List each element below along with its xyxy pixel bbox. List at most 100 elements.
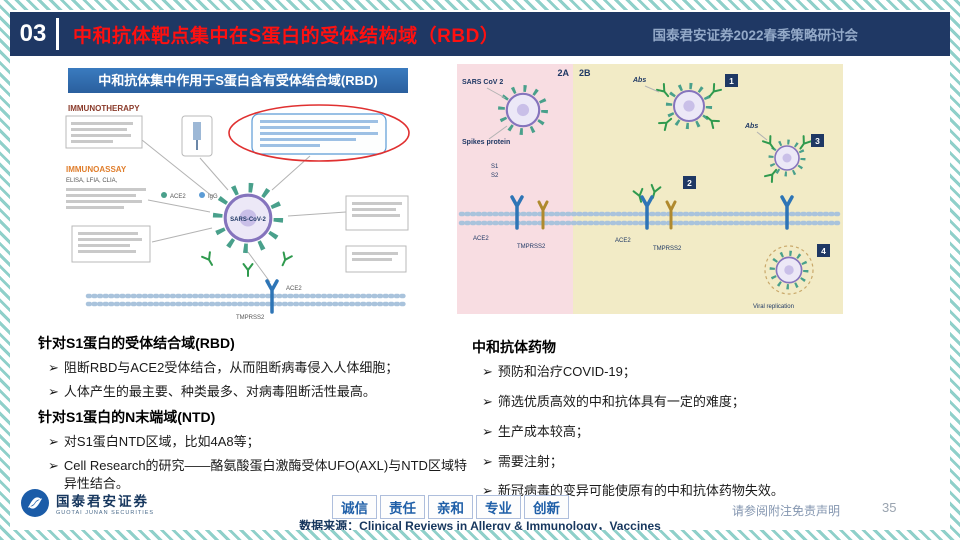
tmprss2-label: TMPRSS2 [653, 246, 682, 252]
immunoassay-label: IMMUNOASSAY [66, 165, 127, 174]
step-2-number: 2 [687, 178, 692, 188]
bullet-arrow: ➢ [482, 393, 493, 409]
s2-label: S2 [491, 173, 499, 179]
panel-a-label: 2A [557, 68, 569, 78]
vaccine-icon [181, 115, 213, 157]
bullet-arrow: ➢ [482, 364, 493, 379]
bullet-item: ➢ 需要注射； [482, 453, 892, 472]
slide: 03 中和抗体靶点集中在S蛋白的受体结构域（RBD） 国泰君安证券2022春季策… [10, 10, 950, 530]
detection-box [71, 225, 151, 263]
bullet-item: ➢ 预防和治疗COVID-19； [482, 363, 892, 382]
logo-mark-icon [21, 489, 49, 517]
bullet-item: ➢ 新冠病毒的变异可能使原有的中和抗体药物失效。 [482, 482, 892, 501]
bullet-arrow: ➢ [48, 383, 59, 399]
cell-membrane [458, 211, 842, 226]
left-text-column: 针对S1蛋白的受体结合域(RBD) ➢ 阻断RBD与ACE2受体结合，从而阻断病… [38, 330, 474, 499]
disclaimer-note: 请参阅附注免责声明 [732, 504, 841, 518]
bullet-item: ➢ 阻断RBD与ACE2受体结合，从而阻断病毒侵入人体细胞； [48, 359, 474, 378]
bullet-arrow: ➢ [482, 423, 493, 439]
bullet-item: ➢ 生产成本较高； [482, 423, 892, 442]
right-figure: 2A 2B SARS CoV 2 Spikes protein S1 S2 AC… [457, 64, 843, 314]
step-4-number: 4 [821, 246, 826, 256]
abs-label: Abs [632, 77, 646, 84]
step-1-number: 1 [729, 76, 734, 86]
bullet-text: 需要注射； [497, 453, 563, 469]
antibody-icon [242, 263, 254, 277]
company-slogan: 诚信 责任 亲和 专业 创新 [332, 495, 569, 519]
spikes-label: Spikes protein [462, 139, 510, 146]
step-1-badge [725, 74, 738, 87]
panel-b-label: 2B [579, 68, 591, 78]
bullet-arrow: ➢ [482, 453, 493, 469]
cell-membrane [85, 293, 407, 307]
s1-label: S1 [491, 164, 499, 170]
conference-label: 国泰君安证券2022春季策略研讨会 [652, 28, 858, 43]
therapy-box [65, 115, 143, 149]
bullet-text: 阻断RBD与ACE2受体结合，从而阻断病毒侵入人体细胞； [63, 360, 399, 375]
data-source-note: 数据来源：Clinical Reviews in Allergy & Immun… [299, 519, 661, 530]
tmprss2-label: TMPRSS2 [236, 315, 265, 321]
endosome-outline [764, 245, 814, 295]
rbd-heading: 针对S1蛋白的受体结合域(RBD) [38, 335, 235, 351]
vaccine-callout-box [251, 113, 387, 155]
highlight-ellipse [228, 104, 410, 162]
bullet-arrow: ➢ [48, 433, 59, 449]
connector-arrows [141, 139, 347, 283]
assay-text-lines [66, 188, 146, 209]
neutralization-diagram: 2A 2B SARS CoV 2 Spikes protein S1 S2 AC… [457, 64, 843, 314]
bullet-item: ➢ Cell Research的研究——酪氨酸蛋白激酶受体UFO(AXL)与NT… [48, 457, 474, 495]
bullet-arrow: ➢ [48, 360, 59, 375]
page-title: 中和抗体靶点集中在S蛋白的受体结构域（RBD） [73, 25, 500, 47]
bullet-text: 新冠病毒的变异可能使原有的中和抗体药物失效。 [497, 483, 784, 499]
legend: ACE2 IgG [161, 192, 218, 200]
panel-b-background [573, 64, 843, 314]
bullet-item: ➢ 对S1蛋白NTD区域，比如4A8等； [48, 433, 474, 452]
slide-number-badge: 03 [19, 20, 47, 47]
header-divider [56, 18, 59, 50]
immunotherapy-label: IMMUNOTHERAPY [68, 104, 140, 113]
ace2-label: ACE2 [615, 238, 631, 244]
logo-text: 国泰君安证券 GUOTAI JUNAN SECURITIES [56, 490, 154, 516]
step-4-badge [817, 244, 830, 257]
bullet-item: ➢ 筛选优质高效的中和抗体具有一定的难度； [482, 393, 892, 412]
ace2-label: ACE2 [473, 236, 489, 242]
treatment-box [345, 245, 407, 273]
antibody-icon [277, 251, 293, 269]
page-number: 35 [882, 500, 897, 515]
slogan-item: 责任 [380, 495, 425, 519]
header-bar: 03 中和抗体靶点集中在S蛋白的受体结构域（RBD） 国泰君安证券2022春季策… [10, 12, 950, 56]
antibody-icon [201, 251, 217, 269]
logo-name-en: GUOTAI JUNAN SECURITIES [56, 510, 155, 516]
bullet-text: 筛选优质高效的中和抗体具有一定的难度； [497, 393, 745, 409]
viral-replication-label: Viral replication [753, 304, 794, 310]
abs-label: Abs [744, 123, 758, 130]
sars-label: SARS CoV 2 [462, 79, 503, 86]
left-figure: IMMUNOTHERAPY [60, 100, 416, 324]
step-2-badge [683, 176, 696, 189]
slogan-item: 诚信 [332, 495, 377, 519]
tmprss2-label: TMPRSS2 [517, 244, 546, 250]
bullet-text: 对S1蛋白NTD区域，比如4A8等； [63, 433, 260, 449]
bullet-text: 人体产生的最主要、种类最多、对病毒阻断活性最高。 [63, 383, 376, 399]
bullet-item: ➢ 人体产生的最主要、种类最多、对病毒阻断活性最高。 [48, 383, 474, 402]
ntd-heading: 针对S1蛋白的N末端域(NTD) [38, 408, 216, 425]
right-text-column: 中和抗体药物 ➢ 预防和治疗COVID-19； ➢ 筛选优质高效的中和抗体具有一… [472, 334, 892, 512]
drugs-heading: 中和抗体药物 [472, 339, 556, 355]
step-3-badge [811, 134, 824, 147]
figure-banner: 中和抗体集中作用于S蛋白含有受体结合域(RBD) [68, 68, 408, 93]
logo-name-cn: 国泰君安证券 [56, 494, 149, 509]
step-3-number: 3 [815, 136, 820, 146]
assay-methods-label: ELISA, LFIA, CLIA, [66, 178, 118, 184]
company-logo: 国泰君安证券 GUOTAI JUNAN SECURITIES [20, 488, 154, 518]
virus-label: SARS-CoV-2 [230, 217, 266, 223]
antibody-detection-box [345, 195, 409, 231]
slogan-item: 专业 [476, 495, 521, 519]
bullet-arrow: ➢ [482, 483, 493, 499]
bullet-text: 预防和治疗COVID-19； [497, 364, 636, 379]
slogan-item: 亲和 [428, 495, 473, 519]
legend-igg-label: IgG [208, 194, 218, 200]
bullet-arrow: ➢ [48, 457, 59, 473]
immunology-diagram: IMMUNOTHERAPY [65, 104, 410, 321]
bullet-text: Cell Research的研究——酪氨酸蛋白激酶受体UFO(AXL)与NTD区… [63, 457, 467, 492]
